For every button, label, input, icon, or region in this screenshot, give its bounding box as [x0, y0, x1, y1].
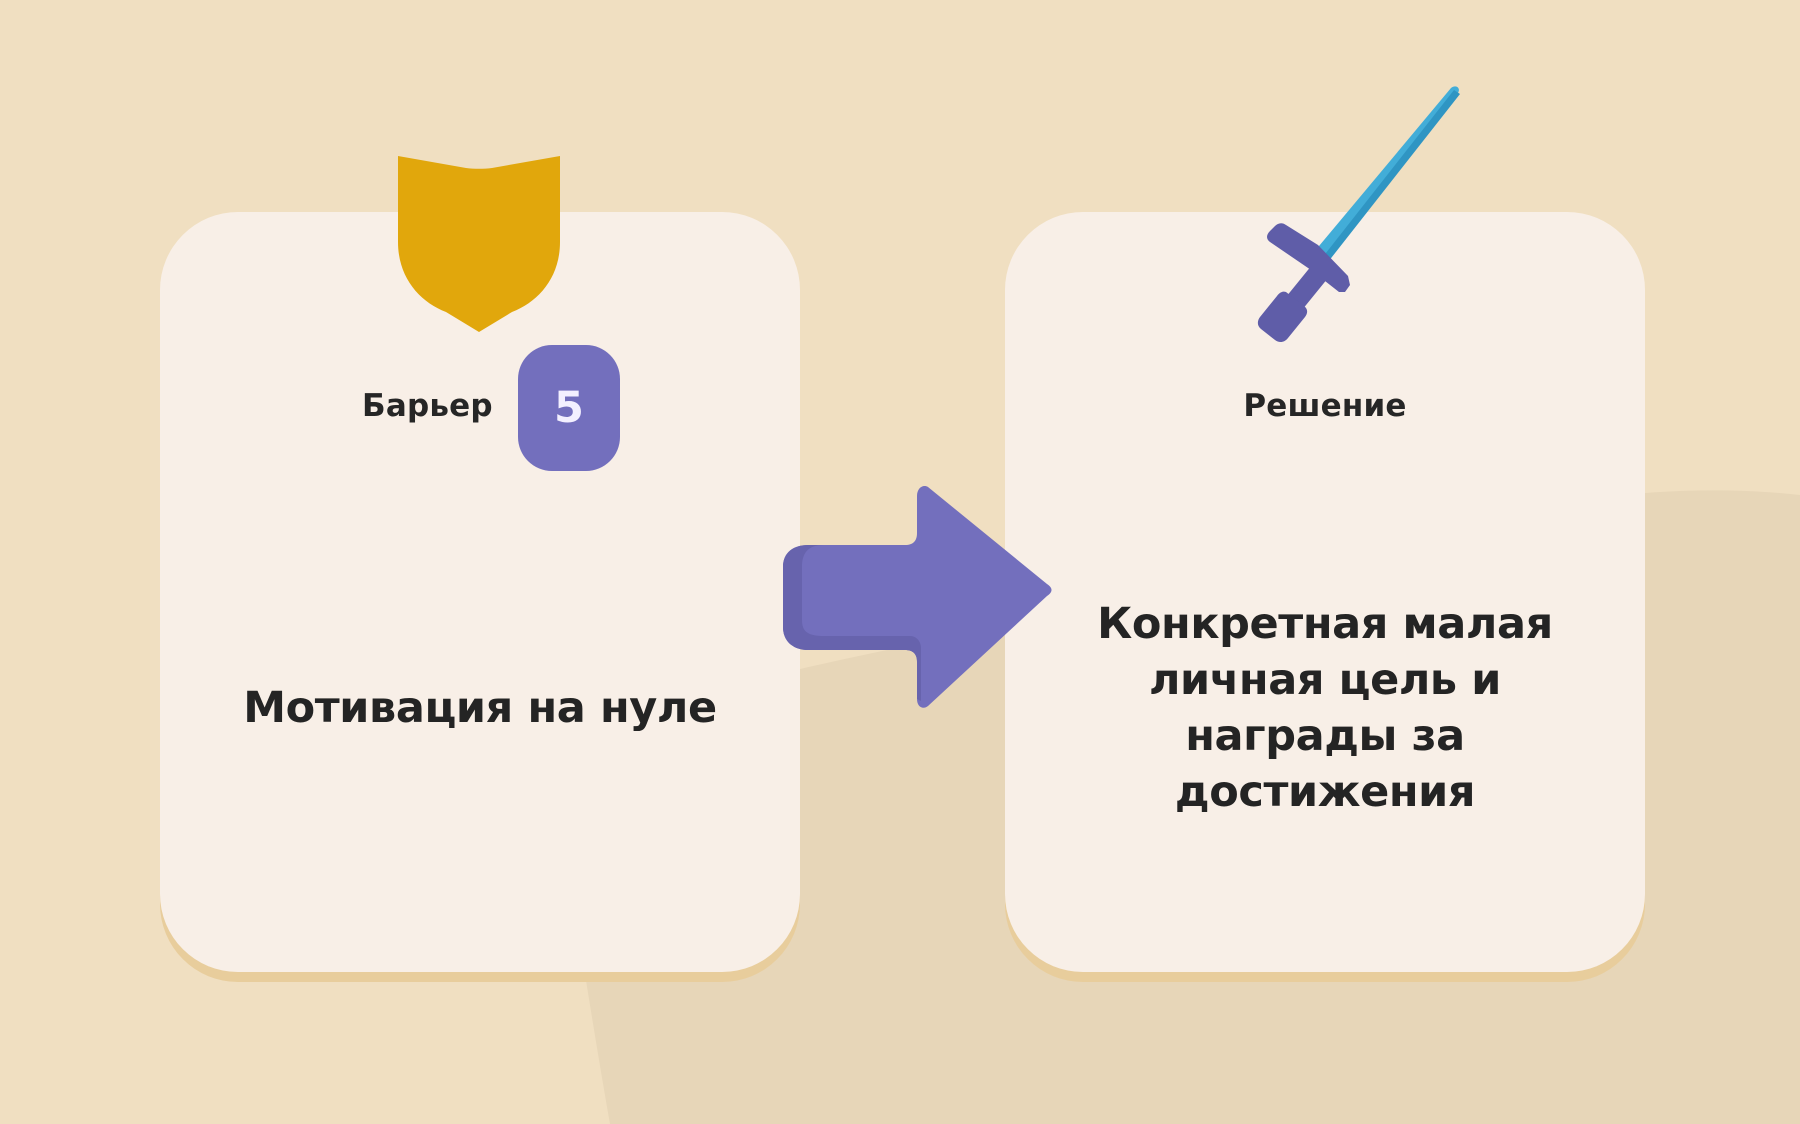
- arrow-right-icon: [783, 486, 1052, 708]
- solution-label: Решение: [1243, 388, 1407, 424]
- solution-text: Конкретная малая личная цель и награды з…: [1097, 599, 1553, 817]
- barrier-card: [160, 212, 800, 972]
- sword-icon: [1257, 86, 1460, 343]
- solution-card: [1005, 212, 1645, 972]
- barrier-text: Мотивация на нуле: [243, 683, 717, 733]
- shield-icon: [398, 156, 560, 332]
- barrier-label: Барьер: [362, 388, 493, 424]
- barrier-number-badge: 5: [518, 345, 620, 471]
